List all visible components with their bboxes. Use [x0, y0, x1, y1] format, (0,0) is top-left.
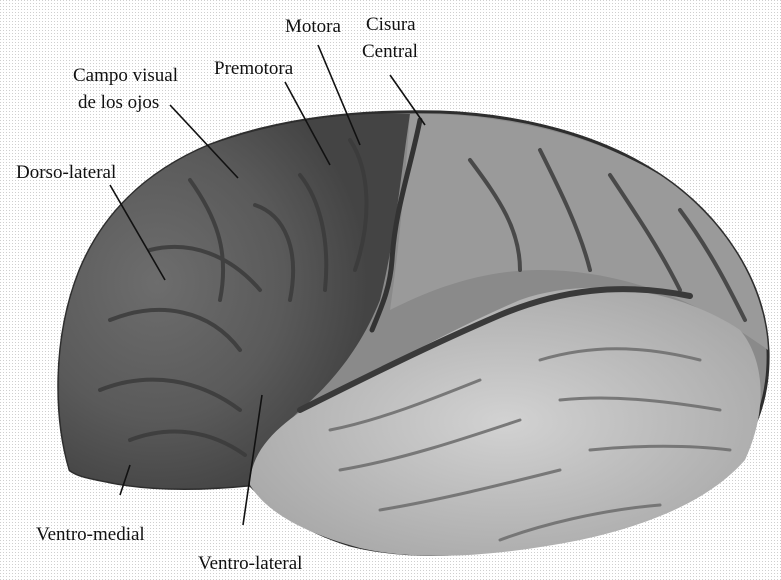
label-campo-line2: de los ojos — [78, 92, 159, 114]
label-premotora: Premotora — [214, 58, 293, 80]
label-ventro-medial: Ventro-medial — [36, 524, 145, 546]
label-dorso-lateral: Dorso-lateral — [16, 162, 116, 184]
label-cisura-line1: Cisura — [366, 14, 416, 36]
label-cisura-line2: Central — [362, 41, 418, 63]
label-ventro-lateral: Ventro-lateral — [198, 553, 302, 575]
label-motora: Motora — [285, 16, 341, 38]
label-campo-line1: Campo visual — [73, 65, 178, 87]
